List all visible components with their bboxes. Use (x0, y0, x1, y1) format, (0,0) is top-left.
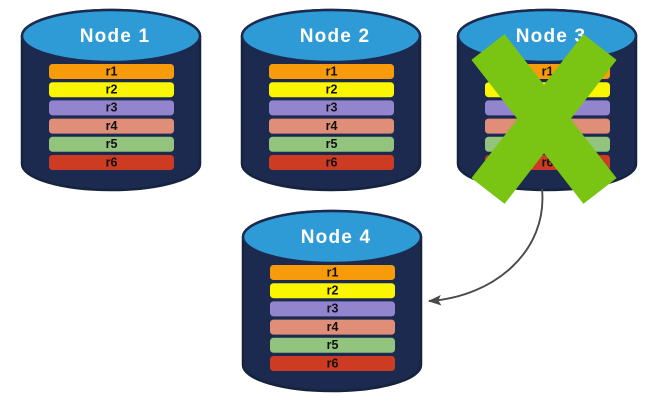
node-title: Node 2 (300, 26, 371, 47)
node-title: Node 3 (516, 26, 587, 47)
replica-row-r2[interactable]: r2 (49, 82, 174, 98)
cylinder-top-cap (20, 8, 202, 64)
replica-row-label: r6 (327, 356, 339, 370)
replica-bar (269, 100, 394, 116)
replica-bar (270, 301, 395, 317)
replica-row-r4[interactable]: r4 (49, 118, 174, 134)
replica-row-r6[interactable]: r6 (49, 155, 174, 170)
replica-bar (270, 356, 395, 371)
replica-row-r2[interactable]: r2 (269, 82, 394, 98)
replica-row-r5[interactable]: r5 (269, 136, 394, 152)
replica-row-r4[interactable]: r4 (270, 319, 395, 335)
replica-row-label: r5 (326, 137, 338, 151)
replica-row-list: r1 r2 r3 r4 r5 r6 (269, 64, 394, 170)
replica-bar (270, 337, 395, 353)
replica-row-label: r6 (106, 155, 118, 169)
replica-row-label: r4 (106, 119, 118, 133)
failed-node-x-mark (471, 34, 617, 204)
replica-row-r4[interactable]: r4 (269, 118, 394, 134)
replica-row-r5[interactable]: r5 (270, 337, 395, 353)
replica-bar (270, 319, 395, 335)
replica-row-r2[interactable]: r2 (270, 283, 395, 299)
replica-row-label: r6 (542, 155, 554, 169)
replica-bar (49, 64, 174, 79)
replica-bar (269, 82, 394, 98)
cylinder-top-cap (240, 8, 422, 64)
replica-bar (49, 155, 174, 170)
replica-bar (270, 265, 395, 280)
replica-row-label: r4 (327, 320, 339, 334)
replica-row-label: r3 (327, 302, 339, 316)
node-title: Node 4 (301, 227, 372, 248)
replica-bar (49, 100, 174, 116)
replica-row-label: r6 (326, 155, 338, 169)
replica-bar (49, 136, 174, 152)
node-1[interactable]: Node 1 r1 r2 r3 r4 r5 r6 (20, 8, 202, 192)
replica-bar (269, 118, 394, 134)
replica-bar (49, 82, 174, 98)
node-title: Node 1 (80, 26, 151, 47)
replica-row-r3[interactable]: r3 (269, 100, 394, 116)
replica-row-r6[interactable]: r6 (270, 356, 395, 371)
replica-bar (269, 64, 394, 79)
replica-row-r5[interactable]: r5 (49, 136, 174, 152)
node-2[interactable]: Node 2 r1 r2 r3 r4 r5 r6 (240, 8, 422, 192)
replica-row-r3[interactable]: r3 (270, 301, 395, 317)
replica-row-label: r2 (106, 82, 118, 96)
replica-row-r1[interactable]: r1 (270, 265, 395, 280)
replica-row-label: r1 (326, 64, 338, 78)
cylinder-top-cap (241, 209, 423, 265)
node-4[interactable]: Node 4 r1 r2 r3 r4 r5 r6 (241, 209, 423, 393)
replication-arrow (427, 188, 544, 306)
replica-row-label: r3 (326, 101, 338, 115)
replica-row-r6[interactable]: r6 (269, 155, 394, 170)
replica-row-label: r2 (327, 283, 339, 297)
replica-row-r3[interactable]: r3 (49, 100, 174, 116)
replica-row-label: r2 (326, 82, 338, 96)
replica-row-list: r1 r2 r3 r4 r5 r6 (49, 64, 174, 170)
replica-row-label: r1 (542, 64, 554, 78)
replica-bar (49, 118, 174, 134)
replica-bar (270, 283, 395, 299)
x-mark-stroke-b (471, 34, 617, 204)
replica-row-label: r5 (327, 338, 339, 352)
replica-row-r1[interactable]: r1 (269, 64, 394, 79)
replica-row-label: r4 (326, 119, 338, 133)
replica-row-r1[interactable]: r1 (49, 64, 174, 79)
replica-row-label: r1 (327, 265, 339, 279)
replica-bar (269, 136, 394, 152)
replica-row-label: r5 (106, 137, 118, 151)
replica-bar (269, 155, 394, 170)
replica-row-label: r3 (106, 101, 118, 115)
replica-row-label: r1 (106, 64, 118, 78)
replica-row-list: r1 r2 r3 r4 r5 r6 (270, 265, 395, 371)
